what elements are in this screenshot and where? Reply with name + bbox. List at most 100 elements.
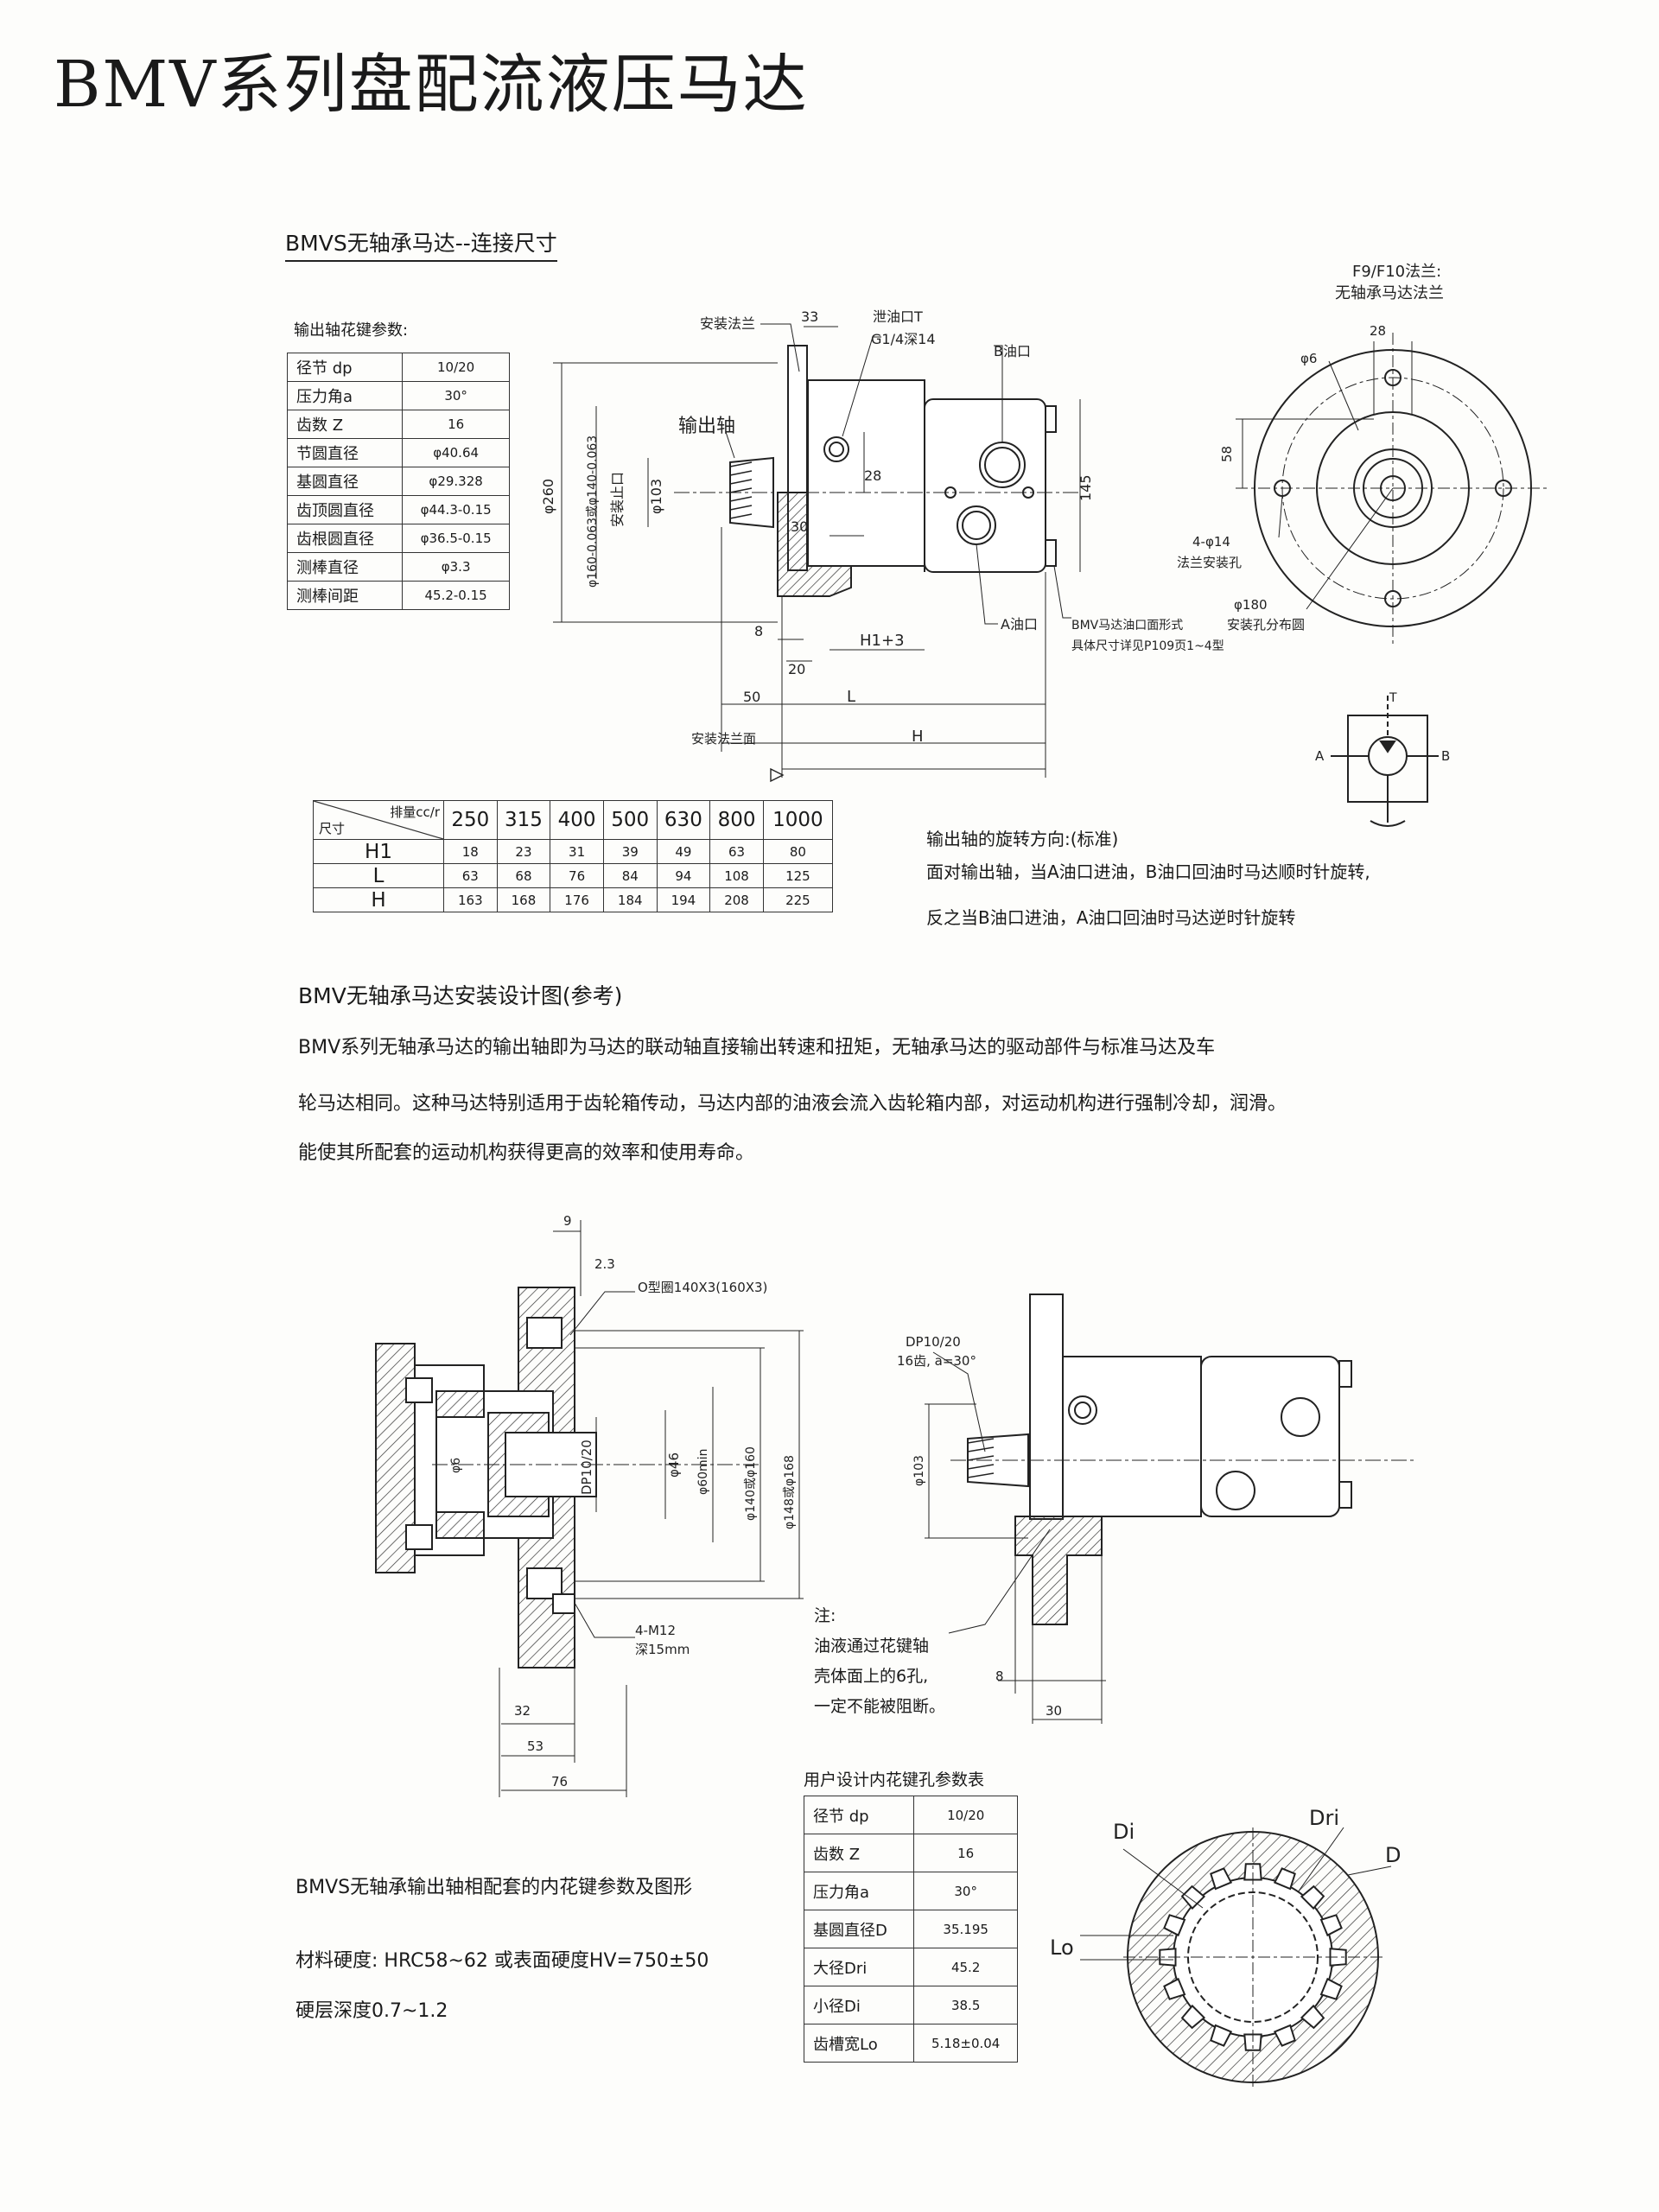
- spline-table-title: 输出轴花键参数:: [294, 321, 409, 340]
- dim-phi6: φ6: [449, 1458, 463, 1473]
- dim-phi148-168: φ148或φ168: [783, 1455, 797, 1529]
- dim-flange-28: 28: [1370, 323, 1386, 339]
- table-cell: 176: [550, 887, 604, 912]
- column-header: 1000: [762, 800, 834, 840]
- table-cell-label: 齿数 Z: [286, 410, 404, 439]
- table-cell-value: φ3.3: [402, 552, 510, 582]
- label-r-dp: DP10/20: [906, 1334, 961, 1350]
- note-line3: 一定不能被阻断。: [814, 1697, 946, 1716]
- label-m12: 4-M12: [635, 1623, 676, 1638]
- dim-8: 8: [754, 623, 763, 639]
- spline-tooth-slot: [1180, 2004, 1206, 2030]
- dim-phi46: φ46: [666, 1452, 682, 1478]
- table-cell-label: 压力角a: [286, 381, 404, 410]
- table-cell: 80: [762, 839, 834, 864]
- spline-tooth-slot: [1273, 2024, 1296, 2047]
- table-cell-label: 齿槽宽Lo: [803, 2024, 915, 2063]
- internal-spline-drawing: Di Dri D Lo: [1050, 1806, 1401, 2087]
- spline-tooth-slot: [1163, 1977, 1186, 2000]
- table-cell: 225: [762, 887, 834, 912]
- table-cell-value: 38.5: [913, 1986, 1018, 2024]
- section1-title: BMVS无轴承马达--连接尺寸: [285, 226, 557, 262]
- dim-50: 50: [743, 689, 760, 705]
- displacement-dimension-table: 排量cc/r 尺寸 250 315 400 500 630 800 1000 H…: [313, 800, 834, 912]
- table-cell-label: 齿数 Z: [803, 1834, 915, 1872]
- table-cell: 194: [656, 887, 711, 912]
- table-corner-cell: 排量cc/r 尺寸: [313, 800, 444, 840]
- table-cell: 31: [550, 839, 604, 864]
- corner-label-displacement: 排量cc/r: [390, 804, 440, 820]
- table-cell-value: φ40.64: [402, 438, 510, 467]
- spline-tooth-slot: [1329, 1948, 1347, 1967]
- table-cell-label: 小径Di: [803, 1986, 915, 2024]
- label-pilot: 安装止口: [609, 472, 626, 527]
- dim-33: 33: [801, 308, 818, 325]
- label-drain-thread: G1/4深14: [871, 331, 936, 347]
- spline-tooth-slot: [1319, 1914, 1343, 1937]
- corner-diagonal-line: [313, 800, 444, 840]
- table-cell-value: φ36.5-0.15: [402, 524, 510, 553]
- table-cell: 63: [443, 863, 498, 888]
- table-cell-value: 5.18±0.04: [913, 2024, 1018, 2063]
- table-cell: 108: [709, 863, 764, 888]
- section2-paragraph-3: 能使其所配套的运动机构获得更高的效率和使用寿命。: [298, 1142, 755, 1164]
- dim-h1-plus-3: H1+3: [860, 632, 905, 650]
- rotation-title: 输出轴的旋转方向:(标准): [926, 829, 1119, 849]
- label-port-b: B油口: [994, 343, 1031, 359]
- table-cell-value: 10/20: [402, 353, 510, 382]
- motor-side-view-drawing: 安装法兰 33 泄油口T G1/4深14 B油口 输出轴 28 30 145 φ…: [540, 308, 1224, 783]
- table-cell: 208: [709, 887, 764, 912]
- label-flange-title1: F9/F10法兰:: [1352, 263, 1441, 281]
- table-cell-label: 基圆直径D: [803, 1910, 915, 1948]
- dim-phi160-140: φ160-0.063或φ140-0.063: [586, 435, 600, 588]
- table-cell-value: φ44.3-0.15: [402, 495, 510, 524]
- table-cell: 68: [496, 863, 551, 888]
- dim-9: 9: [563, 1213, 572, 1229]
- rotation-line2: 反之当B油口进油，A油口回油时马达逆时针旋转: [926, 907, 1296, 928]
- motor-installed-drawing: DP10/20 16齿, a=30° φ103 8 30: [897, 1294, 1417, 1724]
- table-cell-label: 径节 dp: [286, 353, 404, 382]
- table-cell: 163: [443, 887, 498, 912]
- table-cell-value: 16: [402, 410, 510, 439]
- spline-tooth-slot: [1243, 2033, 1262, 2051]
- dim-phi140-160: φ140或φ160: [744, 1446, 758, 1521]
- table-cell: 39: [602, 839, 658, 864]
- label-flange-holes-desc: 法兰安装孔: [1177, 555, 1242, 570]
- table-cell: 184: [602, 887, 658, 912]
- table-cell-value: 30°: [402, 381, 510, 410]
- label-dp: DP10/20: [579, 1440, 594, 1495]
- table-header-row: 排量cc/r 尺寸 250 315 400 500 630 800 1000: [313, 800, 834, 840]
- label-flange-holes: 4-φ14: [1192, 534, 1230, 550]
- row-header: H1: [313, 839, 444, 864]
- column-header: 500: [602, 800, 658, 840]
- dim-phi60: φ60min: [696, 1449, 710, 1495]
- table-cell: 125: [762, 863, 834, 888]
- note-line1: 油液通过花键轴: [814, 1637, 930, 1656]
- label-di: Di: [1113, 1820, 1135, 1844]
- label-oring: O型圈140X3(160X3): [638, 1280, 767, 1295]
- table-cell-label: 节圆直径: [286, 438, 404, 467]
- dim-phi260: φ260: [540, 479, 556, 514]
- table-cell: 23: [496, 839, 551, 864]
- spline-tooth-slot: [1159, 1948, 1177, 1967]
- dim-145: 145: [1077, 474, 1094, 501]
- table-cell-value: 30°: [913, 1872, 1018, 1910]
- dim-flange-pcd: φ180: [1234, 597, 1268, 613]
- section2-title: BMV无轴承马达安装设计图(参考): [298, 983, 623, 1008]
- table-cell-label: 测棒间距: [286, 581, 404, 610]
- dim-28: 28: [864, 467, 881, 484]
- row-header: H: [313, 887, 444, 912]
- dim-h: H: [912, 728, 924, 746]
- label-m12-depth: 深15mm: [635, 1642, 690, 1657]
- hardness-spec: 材料硬度: HRC58~62 或表面硬度HV=750±50: [296, 1950, 709, 1972]
